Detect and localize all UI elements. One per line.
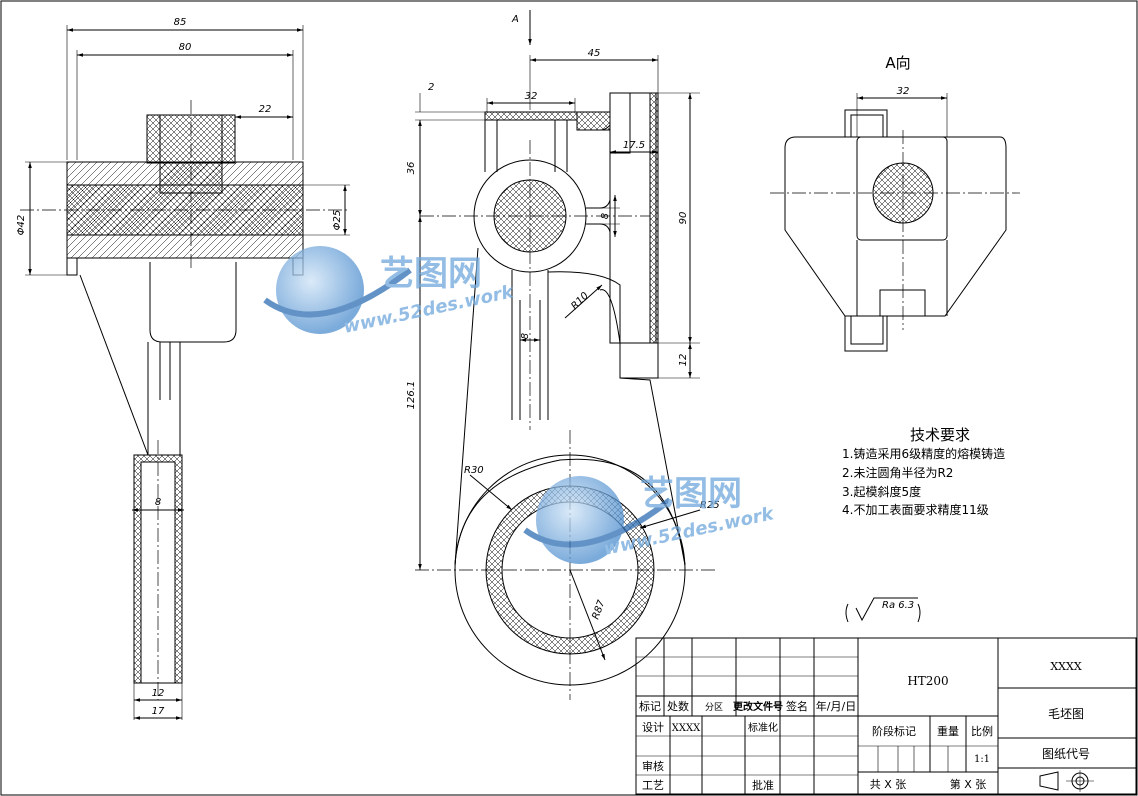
tech-req-item: 3.起模斜度5度: [842, 484, 921, 499]
tb-approve: 批准: [752, 778, 774, 792]
dim-2: 2: [428, 82, 434, 93]
dim-12: 12: [152, 688, 165, 699]
view-a-label: A向: [885, 54, 910, 72]
tb-design-name: XXXX: [672, 723, 701, 734]
roughness-value: Ra 6.3: [882, 600, 914, 611]
dim-d25: Φ25: [332, 210, 343, 231]
tb-material: HT200: [907, 674, 948, 688]
tb-sign: 签名: [786, 699, 808, 713]
tb-process: 工艺: [642, 779, 664, 792]
tb-stage: 阶段标记: [872, 724, 916, 738]
svg-text:艺图网: 艺图网: [380, 254, 482, 294]
tb-drawing-name: 毛坯图: [1048, 707, 1084, 721]
dim-17-5: 17.5: [623, 140, 645, 151]
tb-zone: 分区: [705, 702, 723, 713]
dim-8-pin: 8: [600, 213, 611, 219]
middle-main-view: [415, 10, 715, 700]
dim-32-mid: 32: [525, 91, 538, 102]
tech-req-item: 4.不加工表面要求精度11级: [842, 502, 989, 517]
tb-scale: 1:1: [974, 754, 990, 765]
dim-80: 80: [179, 42, 192, 53]
tb-weight: 重量: [937, 724, 959, 738]
tech-req-title: 技术要求: [910, 426, 970, 444]
tb-design: 设计: [642, 721, 664, 734]
svg-text:艺图网: 艺图网: [640, 474, 742, 514]
tb-qty: 处数: [667, 700, 689, 713]
dim-126-1: 126.1: [406, 381, 417, 410]
tech-req-item: 2.未注圆角半径为R2: [842, 465, 953, 480]
tb-date: 年/月/日: [816, 699, 856, 713]
dim-d42: Φ42: [16, 215, 27, 236]
tb-drawing-no: 图纸代号: [1042, 747, 1090, 761]
dim-22: 22: [259, 104, 272, 115]
tech-req-item: 1.铸造采用6级精度的熔模铸造: [842, 446, 1005, 461]
roughness-symbol: [845, 597, 921, 623]
right-view-a: [770, 93, 1020, 352]
view-arrow-label: A: [511, 14, 519, 25]
tb-company: XXXX: [1050, 660, 1081, 673]
dim-45: 45: [588, 48, 601, 59]
tb-change-doc: 更改文件号: [733, 700, 783, 713]
dim-90: 90: [678, 212, 689, 225]
tb-sheet: 第 X 张: [950, 777, 987, 791]
dim-12-mid: 12: [678, 354, 689, 367]
tb-scale-label: 比例: [971, 724, 993, 738]
tb-total: 共 X 张: [870, 778, 907, 791]
dim-36: 36: [406, 162, 417, 175]
dim-85: 85: [174, 17, 187, 28]
title-block: [635, 637, 1137, 795]
dim-r25: R25: [700, 500, 720, 511]
dim-r30: R30: [464, 465, 484, 476]
watermark-logo: 艺图网 www.52des.work: [263, 246, 516, 338]
dim-8-left: 8: [155, 497, 161, 508]
tb-review: 审核: [642, 759, 664, 773]
tb-mark: 标记: [639, 699, 661, 713]
dim-r10: R10: [569, 290, 591, 312]
dim-32-right: 32: [897, 86, 910, 97]
dim-8-slot: 8: [520, 333, 531, 339]
tb-standard: 标准化: [748, 721, 778, 734]
dim-17: 17: [152, 706, 165, 717]
left-section-view: [20, 25, 350, 720]
